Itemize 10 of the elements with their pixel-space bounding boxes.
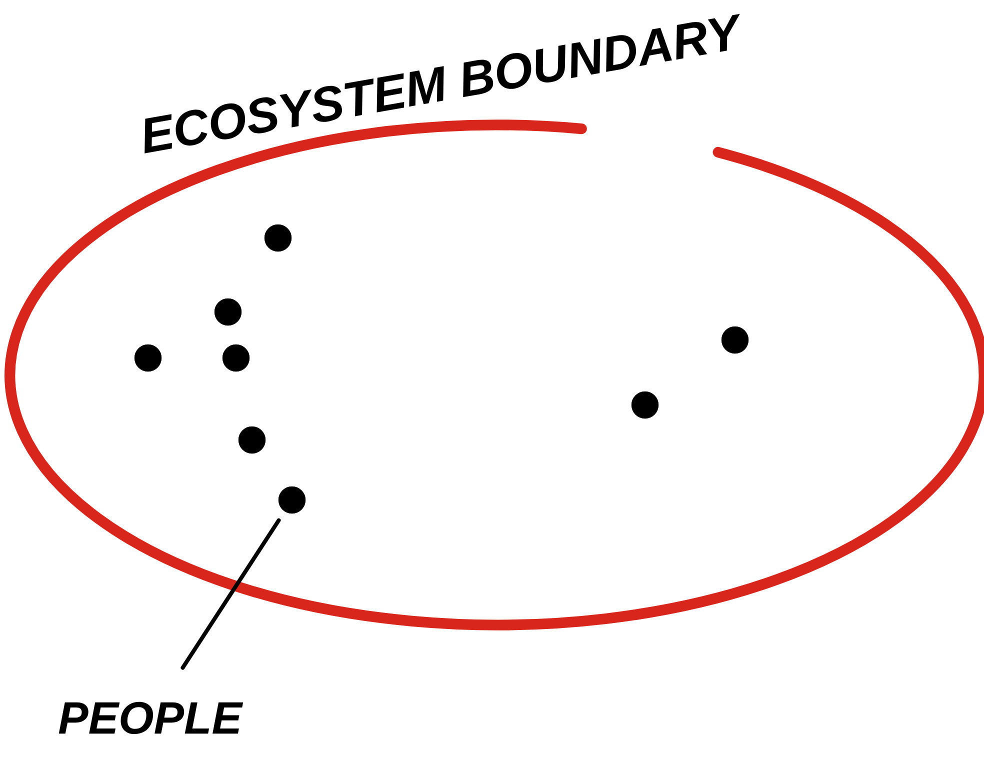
leader-line (180, 518, 281, 670)
person-dot (214, 298, 242, 326)
person-dot (721, 326, 749, 354)
person-dot (238, 426, 266, 454)
person-dot (631, 391, 659, 419)
person-dot (264, 224, 292, 252)
person-dot (134, 344, 162, 372)
person-dot (278, 486, 306, 514)
people-label: PEOPLE (58, 702, 244, 734)
person-dot (222, 344, 250, 372)
